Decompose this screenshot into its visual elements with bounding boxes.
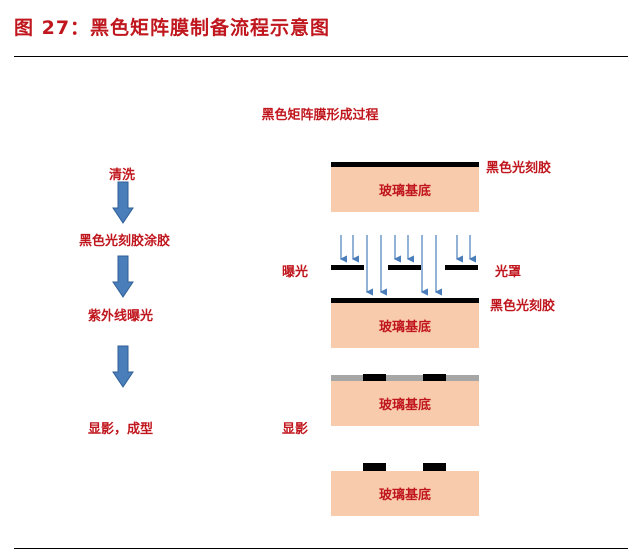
black-resist-layer-1: [331, 162, 479, 167]
bottom-rule: [14, 548, 628, 549]
step-clean: 清洗: [109, 168, 136, 183]
glass-substrate-2: 玻璃基底: [331, 303, 479, 348]
top-rule: [14, 56, 628, 57]
glass-substrate-1: 玻璃基底: [331, 167, 479, 212]
unexposed-resist-block: [363, 374, 386, 382]
mask-segment: [388, 265, 421, 270]
label-exposure: 曝光: [282, 265, 309, 280]
glass-substrate-3: 玻璃基底: [331, 381, 479, 426]
label-black-resist-2: 黑色光刻胶: [490, 299, 556, 314]
flow-arrow-3: [112, 345, 134, 388]
exposed-resist-layer: [331, 375, 479, 381]
flow-arrow-1: [112, 181, 134, 224]
step-uv-exposure: 紫外线曝光: [88, 309, 154, 324]
label-black-resist-1: 黑色光刻胶: [486, 161, 552, 176]
glass-substrate-4: 玻璃基底: [331, 471, 479, 516]
mask-segment: [331, 265, 364, 270]
mask-segment: [445, 265, 478, 270]
black-matrix-block: [363, 463, 386, 471]
black-matrix-block: [423, 463, 446, 471]
step-coat: 黑色光刻胶涂胶: [79, 234, 171, 249]
black-resist-layer-2: [331, 298, 479, 303]
diagram-title: 黑色矩阵膜形成过程: [261, 108, 379, 123]
label-development: 显影: [282, 422, 309, 437]
label-mask: 光罩: [495, 265, 522, 280]
unexposed-resist-block: [423, 374, 446, 382]
step-develop-form: 显影，成型: [88, 422, 154, 437]
figure-title: 图 27：黑色矩阵膜制备流程示意图: [14, 17, 331, 39]
flow-arrow-2: [112, 255, 134, 298]
